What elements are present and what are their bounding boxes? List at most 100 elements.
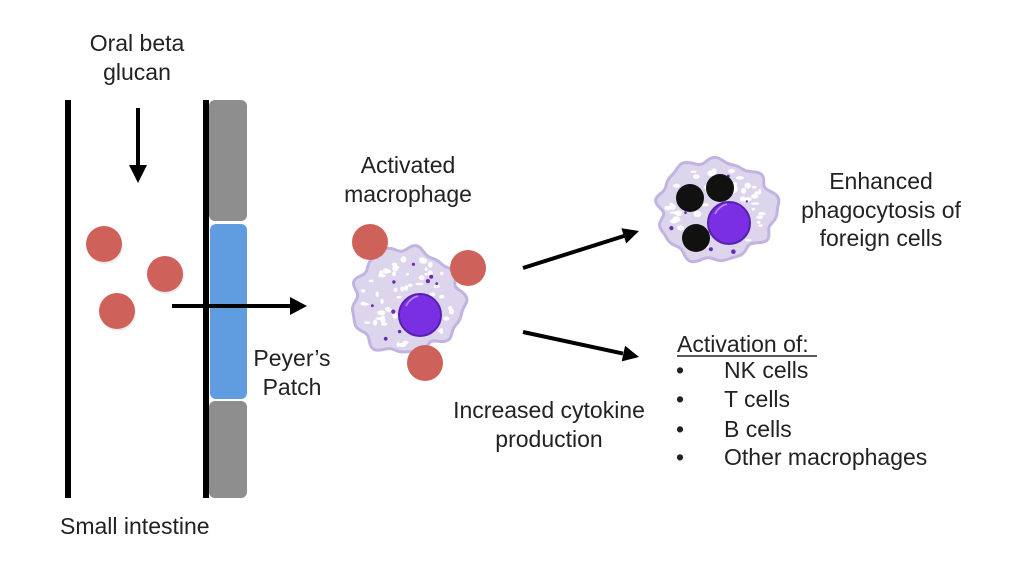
vacuole — [751, 185, 757, 189]
vacuole — [673, 183, 680, 188]
label-line: Activated — [361, 152, 456, 178]
vacuole — [379, 270, 384, 277]
vacuole — [380, 298, 384, 304]
vacuole — [669, 211, 678, 214]
vacuole — [396, 295, 402, 299]
phagocytosis-arrow — [522, 228, 639, 270]
vacuole — [385, 306, 391, 312]
granule — [397, 329, 402, 334]
arrow-head — [129, 165, 147, 183]
label-line: production — [495, 426, 602, 452]
vacuole — [744, 182, 751, 189]
label-line: Enhanced — [829, 168, 933, 194]
vacuole — [741, 187, 747, 194]
vacuole — [375, 291, 379, 297]
peyers-patch-region — [210, 224, 247, 399]
engulfed-foreign-cell — [706, 174, 734, 202]
vacuole — [756, 215, 764, 220]
macrophage-vacuoles — [360, 256, 455, 347]
vacuole — [392, 271, 396, 277]
macrophage-nucleus — [707, 201, 751, 245]
nucleus-highlight — [714, 203, 728, 215]
vacuole — [400, 256, 407, 263]
ingestion-arrow — [129, 108, 147, 183]
vacuole — [361, 289, 366, 293]
vacuole — [418, 257, 425, 261]
bound-beta-glucan-particles — [352, 224, 486, 381]
vacuole — [743, 197, 752, 202]
vacuole — [702, 203, 709, 207]
granule — [708, 247, 713, 252]
label-peyers-patch: Peyer’s Patch — [253, 345, 330, 400]
vacuole — [693, 210, 702, 218]
vacuole — [739, 196, 746, 202]
intestine-left-wall — [65, 100, 71, 498]
vacuole — [439, 328, 444, 335]
arrow-head — [290, 297, 307, 315]
vacuole — [439, 294, 445, 299]
granule — [684, 211, 687, 214]
list-item-b-cells: B cells — [724, 416, 792, 442]
vacuole — [429, 292, 436, 297]
vacuole — [735, 176, 745, 180]
vacuole — [728, 169, 735, 174]
vacuole — [751, 207, 756, 211]
list-bullet: • — [676, 444, 684, 470]
nucleus-highlight — [405, 295, 419, 307]
intestinal-wall-upper — [209, 100, 247, 221]
engulfed-foreign-cell — [682, 224, 710, 252]
arrow-head — [621, 228, 639, 244]
granule — [435, 282, 439, 285]
label-line: foreign cells — [820, 225, 943, 251]
vacuole — [372, 319, 378, 326]
label-increased-cytokine: Increased cytokine production — [453, 397, 645, 452]
vacuole — [672, 216, 681, 223]
vacuole — [690, 170, 697, 174]
vacuole — [750, 202, 760, 205]
granule — [429, 274, 434, 279]
activated-macrophage — [350, 244, 469, 354]
vacuole — [424, 272, 428, 276]
vacuole — [758, 188, 762, 195]
list-bullet: • — [676, 416, 684, 442]
vacuole — [424, 267, 428, 272]
granule — [391, 309, 396, 314]
label-line: phagocytosis of — [801, 197, 961, 223]
vacuole — [756, 220, 761, 224]
uptake-arrow — [172, 297, 307, 315]
vacuole — [440, 271, 444, 276]
granule — [383, 336, 388, 341]
beta-glucan-particle — [450, 250, 486, 286]
vacuole — [433, 284, 440, 289]
beta-glucan-particle — [147, 256, 183, 292]
vacuole — [443, 316, 450, 321]
engulfed-foreign-cell — [676, 184, 704, 212]
vacuole — [692, 174, 700, 179]
vacuole — [392, 265, 399, 272]
vacuole — [386, 269, 391, 274]
vacuole — [391, 262, 398, 267]
vacuole — [664, 205, 672, 211]
label-line: Increased cytokine — [453, 397, 645, 423]
arrow-head — [621, 345, 639, 362]
label-line: Oral beta — [90, 30, 185, 56]
list-item-nk-cells: NK cells — [724, 357, 808, 383]
vacuole — [377, 310, 386, 316]
vacuole — [675, 210, 682, 217]
vacuole — [393, 287, 398, 293]
granule — [392, 280, 396, 284]
lumen-beta-glucan-particles — [86, 226, 184, 331]
vacuole — [402, 340, 409, 345]
label-line: Peyer’s — [253, 345, 330, 371]
granule — [745, 200, 748, 203]
label-line: Patch — [263, 374, 322, 400]
label-line: macrophage — [344, 181, 472, 207]
vacuole — [758, 224, 763, 227]
vacuole — [396, 341, 400, 347]
vacuole — [448, 308, 455, 315]
vacuole — [415, 282, 424, 286]
small-intestine — [65, 100, 247, 498]
beta-glucan-particle — [86, 226, 122, 262]
list-bullet: • — [676, 357, 684, 383]
beta-glucan-particle — [352, 224, 388, 260]
